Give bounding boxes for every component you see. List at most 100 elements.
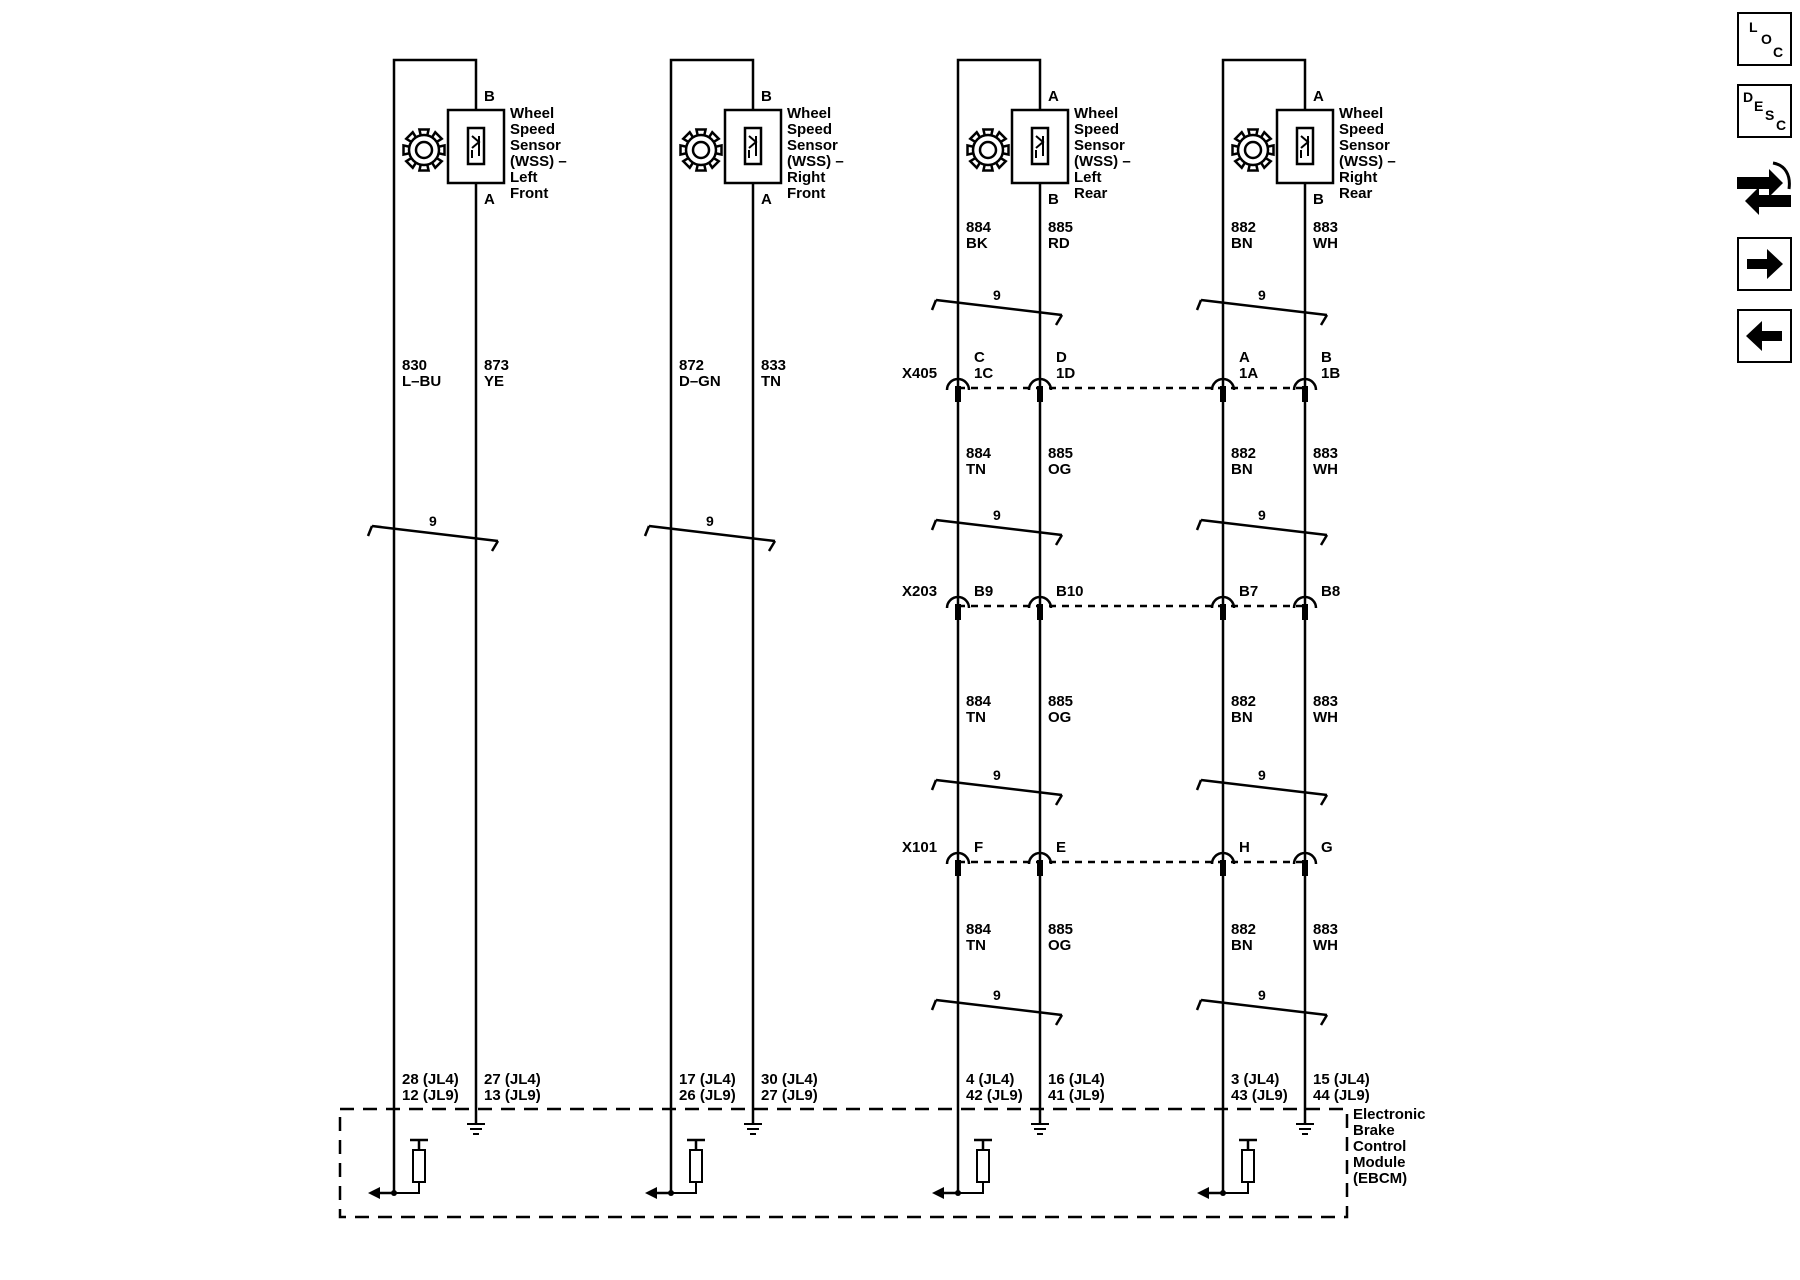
desc-button[interactable]: D E S C bbox=[1737, 84, 1792, 138]
sensor-pin-bottom: B bbox=[1048, 191, 1059, 208]
circuit-number: 882 bbox=[1231, 921, 1256, 938]
wire-color: TN bbox=[966, 937, 986, 954]
connector-pin-label: B bbox=[1321, 349, 1332, 366]
next-button[interactable] bbox=[1737, 237, 1792, 291]
harness-wire-count: 9 bbox=[1258, 507, 1266, 523]
sensor-pin-top: B bbox=[761, 88, 772, 105]
sensor-label: Wheel bbox=[787, 105, 831, 122]
sensor-coil-icon bbox=[1295, 126, 1315, 166]
sensor-coil-mark bbox=[1300, 135, 1310, 158]
desc-letter-d: D bbox=[1743, 89, 1753, 105]
circuit-number: 873 bbox=[484, 357, 509, 374]
sensor-pin-top: A bbox=[1313, 88, 1324, 105]
wire-color: BN bbox=[1231, 937, 1253, 954]
sensor-label: Left bbox=[1074, 169, 1102, 186]
ebcm-box bbox=[338, 1107, 1349, 1219]
connector-female-pin bbox=[1027, 377, 1053, 391]
connector-swap-icon bbox=[1737, 161, 1791, 215]
wire-color: OG bbox=[1048, 461, 1071, 478]
sensor-label: Speed bbox=[510, 121, 555, 138]
harness-slash-tick bbox=[930, 519, 938, 531]
circuit-number: 882 bbox=[1231, 693, 1256, 710]
ebcm-pin-label: 27 (JL9) bbox=[761, 1087, 818, 1104]
sensor-label: Rear bbox=[1339, 185, 1373, 202]
sensor-label: Right bbox=[787, 169, 825, 186]
ebcm-pin-label: 41 (JL9) bbox=[1048, 1087, 1105, 1104]
gear-icon bbox=[1231, 128, 1275, 172]
connector-female-pin bbox=[1027, 595, 1053, 609]
harness-slash-tick bbox=[366, 525, 374, 537]
harness-slash-tick bbox=[1319, 314, 1329, 326]
sensor-label: Rear bbox=[1074, 185, 1108, 202]
ground-icon bbox=[1031, 1123, 1049, 1135]
connector-pin-label: C bbox=[974, 349, 985, 366]
harness-slash-tick bbox=[1054, 534, 1064, 546]
sensor-label: Speed bbox=[1074, 121, 1119, 138]
harness-slash bbox=[935, 998, 1063, 1017]
back-button[interactable] bbox=[1737, 309, 1792, 363]
ebcm-resistor bbox=[689, 1149, 703, 1183]
wire bbox=[956, 58, 1042, 1193]
harness-wire-count: 9 bbox=[1258, 767, 1266, 783]
sensor-label: Front bbox=[787, 185, 825, 202]
circuit-number: 830 bbox=[402, 357, 427, 374]
connector-swap-button[interactable] bbox=[1733, 155, 1795, 221]
wire-color: BK bbox=[966, 235, 988, 252]
wheel-speed-sensor-box bbox=[446, 108, 506, 185]
harness-slash bbox=[935, 298, 1063, 317]
harness-slash-tick bbox=[1195, 999, 1203, 1011]
connector-male-pin bbox=[955, 604, 961, 620]
connector-pin-label: B7 bbox=[1239, 583, 1258, 600]
loc-letter-o: O bbox=[1761, 31, 1772, 47]
ebcm-resistor-lead bbox=[1223, 1182, 1249, 1194]
ebcm-label: Module bbox=[1353, 1154, 1406, 1171]
sensor-coil-mark bbox=[471, 135, 481, 158]
circuit-number: 883 bbox=[1313, 921, 1338, 938]
circuit-number: 884 bbox=[966, 445, 992, 462]
wire-color: YE bbox=[484, 373, 504, 390]
harness-slash bbox=[648, 524, 776, 543]
arrow-left-icon bbox=[1746, 321, 1782, 351]
connector-male-pin bbox=[1037, 860, 1043, 876]
loc-letter-c: C bbox=[1773, 44, 1783, 60]
harness-slash-tick bbox=[1319, 534, 1329, 546]
connector-female-pin bbox=[945, 595, 971, 609]
loc-button[interactable]: L O C bbox=[1737, 12, 1792, 66]
gear-icon bbox=[402, 128, 446, 172]
wire-color: BN bbox=[1231, 235, 1253, 252]
ebcm-pin-label: 42 (JL9) bbox=[966, 1087, 1023, 1104]
circuit-number: 883 bbox=[1313, 445, 1338, 462]
sensor-pin-bottom: A bbox=[484, 191, 495, 208]
connector-female-pin bbox=[945, 377, 971, 391]
sensor-coil-icon bbox=[1030, 126, 1050, 166]
harness-slash-tick bbox=[930, 299, 938, 311]
harness-wire-count: 9 bbox=[1258, 987, 1266, 1003]
ebcm-resistor bbox=[412, 1149, 426, 1183]
harness-slash bbox=[1200, 998, 1328, 1017]
connector-pin-label: B10 bbox=[1056, 583, 1084, 600]
ebcm-input-arrow bbox=[645, 1187, 657, 1199]
ebcm-input-arrow bbox=[1197, 1187, 1209, 1199]
sensor-label: (WSS) – bbox=[1074, 153, 1131, 170]
harness-slash bbox=[935, 518, 1063, 537]
sensor-label: Right bbox=[1339, 169, 1377, 186]
loc-letter-l: L bbox=[1749, 19, 1758, 35]
sensor-coil-mark bbox=[1035, 135, 1045, 158]
sensor-coil-icon bbox=[743, 126, 763, 166]
connector-pin-label: E bbox=[1056, 839, 1066, 856]
sensor-pin-top: A bbox=[1048, 88, 1059, 105]
wire-color: WH bbox=[1313, 461, 1338, 478]
ground-icon bbox=[467, 1123, 485, 1135]
harness-slash bbox=[1200, 778, 1328, 797]
harness-slash-tick bbox=[1195, 779, 1203, 791]
circuit-number: 872 bbox=[679, 357, 704, 374]
connector-pin-label: A bbox=[1239, 349, 1250, 366]
connector-male-pin bbox=[1037, 386, 1043, 402]
circuit-number: 885 bbox=[1048, 219, 1073, 236]
circuit-number: 884 bbox=[966, 921, 992, 938]
connector-pin-label: 1D bbox=[1056, 365, 1075, 382]
sensor-label: Speed bbox=[1339, 121, 1384, 138]
harness-slash bbox=[935, 778, 1063, 797]
wire bbox=[1221, 58, 1307, 1193]
circuit-number: 885 bbox=[1048, 693, 1073, 710]
